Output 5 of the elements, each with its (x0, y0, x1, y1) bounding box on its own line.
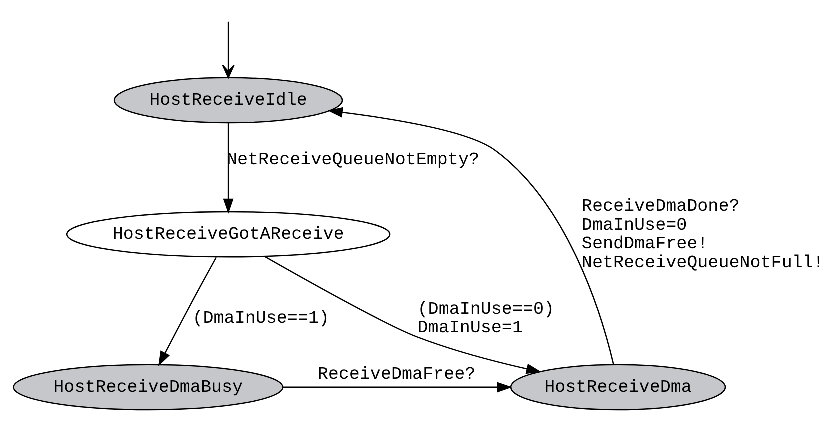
edge-label: (DmaInUse==1) (192, 308, 330, 329)
edge-label: (DmaInUse==0) DmaInUse=1 (418, 299, 555, 338)
edge-label: ReceiveDmaDone? DmaInUse=0 SendDmaFree! NetReceiveQueueNotFull! (582, 196, 824, 273)
edge-label: NetReceiveQueueNotEmpty? (226, 150, 480, 170)
edge-label: ReceiveDmaFree? (318, 364, 476, 384)
